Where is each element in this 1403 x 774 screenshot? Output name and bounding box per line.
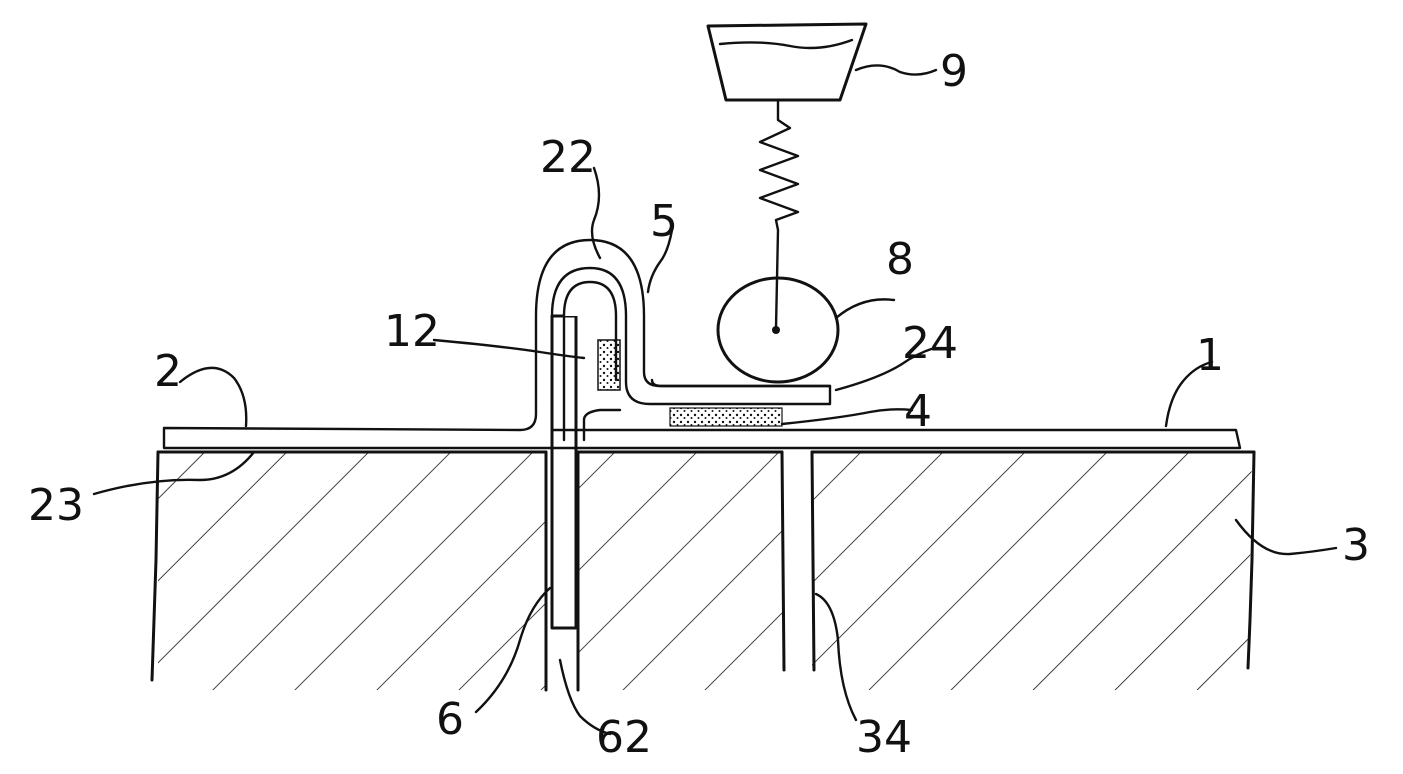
adhesive-4 [670, 408, 782, 426]
label-5: 5 [650, 196, 678, 247]
label-2: 2 [154, 346, 182, 397]
label-8: 8 [886, 234, 914, 285]
substrate-block-3 [152, 452, 1256, 690]
label-34: 34 [856, 712, 912, 763]
label-22: 22 [540, 132, 596, 183]
label-4: 4 [904, 386, 932, 437]
label-9: 9 [940, 46, 968, 97]
label-1: 1 [1196, 330, 1224, 381]
label-6: 6 [436, 694, 464, 745]
label-23: 23 [28, 480, 84, 531]
label-24: 24 [902, 318, 958, 369]
adhesive-5 [598, 340, 620, 390]
roller-8 [718, 278, 838, 382]
spring [760, 100, 798, 328]
label-62: 62 [596, 712, 652, 763]
label-12: 12 [384, 306, 440, 357]
weight-9 [708, 24, 866, 100]
label-3: 3 [1342, 520, 1370, 571]
